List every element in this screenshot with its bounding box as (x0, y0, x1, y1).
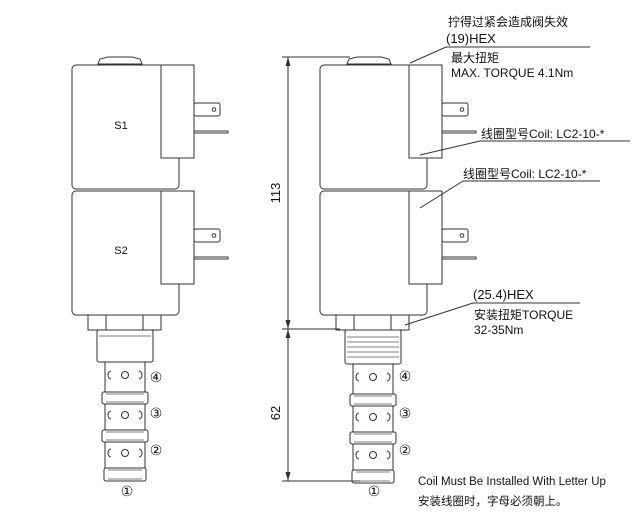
port-label-3: ③ (150, 405, 163, 421)
install-note-en: Coil Must Be Installed With Letter Up (418, 476, 606, 488)
body-hex (96, 329, 154, 363)
top-hex-nut (346, 56, 392, 65)
coil-model-1: 线圈型号Coil: LC2-10-* (481, 127, 605, 141)
dimension-113: 113 (268, 183, 283, 204)
port-label-1: ① (368, 483, 381, 499)
install-torque-label: 安装扭矩TORQUE (474, 307, 573, 322)
port-label-4: ④ (399, 368, 412, 384)
port-label-4: ④ (150, 369, 163, 385)
coil-model-2: 线圈型号Coil: LC2-10-* (463, 167, 587, 181)
max-torque-cn: 最大扭矩 (451, 51, 499, 65)
port-label-1: ① (121, 483, 134, 499)
port-label-2: ② (150, 442, 163, 458)
dimension-lines: 113 62 (268, 56, 360, 482)
install-torque-value: 32-35Nm (474, 323, 523, 337)
bottom-hex-label: (25.4)HEX (473, 287, 534, 302)
top-hex-nut (97, 56, 143, 65)
top-hex-label: (19)HEX (446, 31, 496, 46)
valve-right: ④ ③ ② ① (319, 56, 477, 499)
coil-label-s2: S2 (114, 245, 127, 257)
coil-label-s1: S1 (114, 120, 127, 132)
port-label-2: ② (399, 442, 412, 458)
leader-lines (404, 46, 630, 326)
port-label-3: ③ (399, 405, 412, 421)
valve-left: S1 S2 ④ ③ ② ① (71, 56, 229, 499)
max-torque-label: MAX. TORQUE 4.1Nm (451, 66, 573, 80)
overtighten-warning: 拧得过紧会造成阀失效 (448, 14, 568, 29)
dimension-62: 62 (268, 406, 283, 420)
install-note-cn: 安装线圈时，字母必须朝上。 (418, 494, 568, 508)
